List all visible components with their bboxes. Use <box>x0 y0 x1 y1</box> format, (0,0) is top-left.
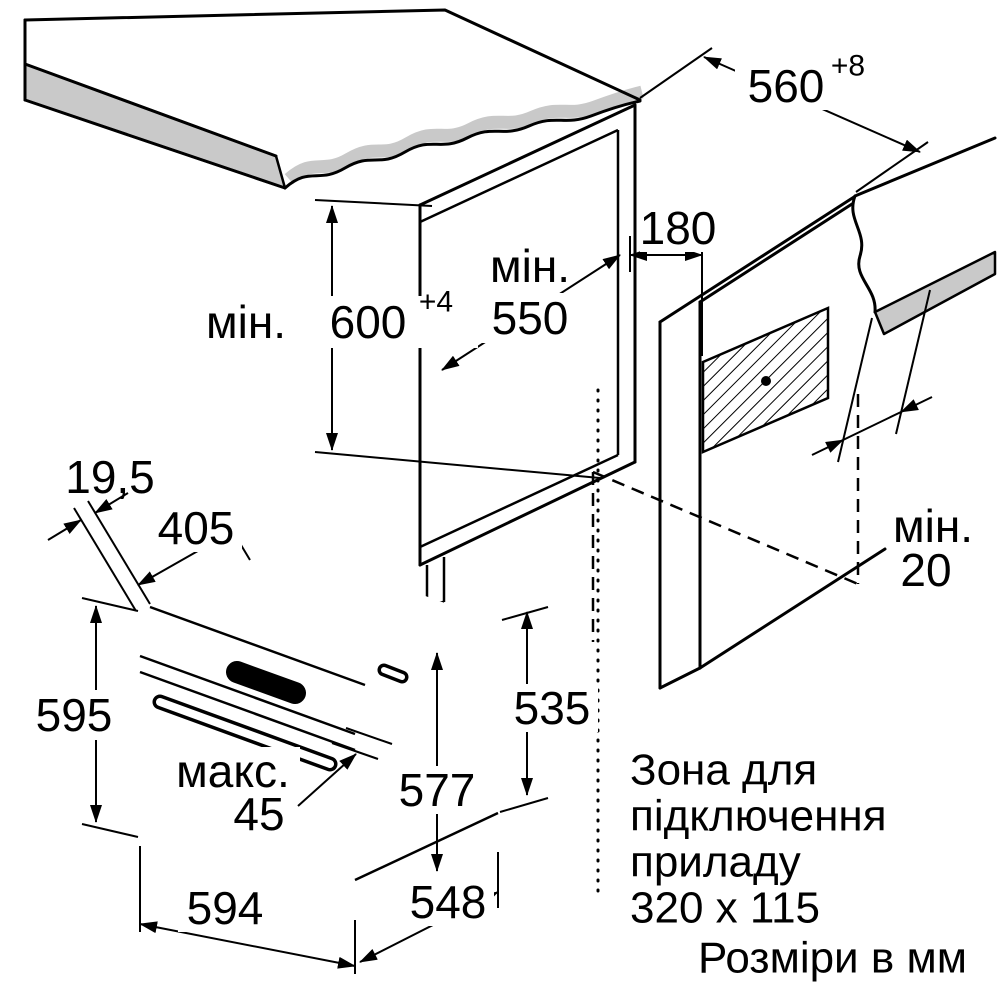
hidden-projection-lines <box>591 394 860 642</box>
label-rear-height: 535 <box>506 682 598 734</box>
oven-side-vent <box>377 663 409 684</box>
dim-oven-height-value: 595 <box>36 689 113 741</box>
cabinet-niche <box>418 103 637 606</box>
oven-panel-line <box>139 654 356 736</box>
dim-niche-depth-min: мін. <box>490 240 570 292</box>
label-oven-height: 595 <box>30 689 118 741</box>
countertop-right <box>851 136 997 336</box>
label-niche-depth: мін. 550 <box>478 240 582 344</box>
dim-front-strip-19-5 <box>47 492 151 612</box>
dim-handle-clearance-value: 45 <box>233 788 284 840</box>
dim-oven-depth-value: 548 <box>410 876 487 928</box>
zone-note-line4: 320 x 115 <box>630 884 820 933</box>
oven <box>139 545 499 912</box>
dim-rear-gap-min: мін. <box>893 500 973 552</box>
dim-niche-height-sup: +4 <box>419 286 453 319</box>
oven-top-strip-line <box>149 605 366 687</box>
zone-note-line2: підключення <box>630 792 887 841</box>
connection-point-dot <box>761 376 771 386</box>
zone-note-line3: приладу <box>630 838 801 887</box>
label-oven-depth: 548 <box>402 876 494 928</box>
dim-oven-width-594 <box>139 846 356 974</box>
oven-rear-recess-line <box>354 811 499 882</box>
oven-display <box>226 661 306 704</box>
label-oven-width: 594 <box>178 882 272 934</box>
connection-zone-note: Зона для підключення приладу 320 x 115 <box>630 746 887 933</box>
dim-rear-height-value: 535 <box>514 682 591 734</box>
dim-front-strip-value: 19,5 <box>65 451 155 503</box>
labels: 560 +8 мін. 600 +4 мін. 550 180 мін. 20 … <box>30 50 973 934</box>
dim-handle-clearance-max: макс. <box>176 745 290 797</box>
label-body-depth: 577 <box>390 764 484 816</box>
cabinet-plinth <box>425 557 446 606</box>
zone-note-line1: Зона для <box>630 746 817 795</box>
dim-niche-height-min: мін. <box>206 296 286 348</box>
dim-handle-clearance-45 <box>297 727 393 807</box>
dim-socket-offset-value: 180 <box>640 202 717 254</box>
dim-body-depth-value: 577 <box>399 764 476 816</box>
dim-top-depth-value: 405 <box>158 502 235 554</box>
dim-niche-height-value: 600 <box>330 296 407 348</box>
dim-rear-gap-value: 20 <box>900 544 951 596</box>
oven-door-line <box>139 670 356 752</box>
oven-handle <box>152 694 338 772</box>
dim-niche-width-sup: +8 <box>831 50 865 83</box>
label-top-depth: 405 <box>152 502 242 554</box>
dim-oven-width-value: 594 <box>187 882 264 934</box>
dim-niche-depth-value: 550 <box>492 292 569 344</box>
label-niche-height: мін. 600 +4 <box>192 286 478 348</box>
dim-rear-gap-20 <box>811 289 933 463</box>
label-niche-width: 560 +8 <box>735 50 890 112</box>
label-handle-clearance: макс. 45 <box>166 745 300 840</box>
units-note: Розміри в мм <box>698 934 967 983</box>
label-front-strip: 19,5 <box>65 451 155 503</box>
dim-socket-offset-180 <box>629 234 703 356</box>
appliance-cabinet <box>658 195 887 690</box>
dim-niche-width-value: 560 <box>748 60 825 112</box>
countertop-left <box>23 8 644 190</box>
label-rear-gap: мін. 20 <box>893 500 973 596</box>
label-socket-offset: 180 <box>640 202 717 254</box>
